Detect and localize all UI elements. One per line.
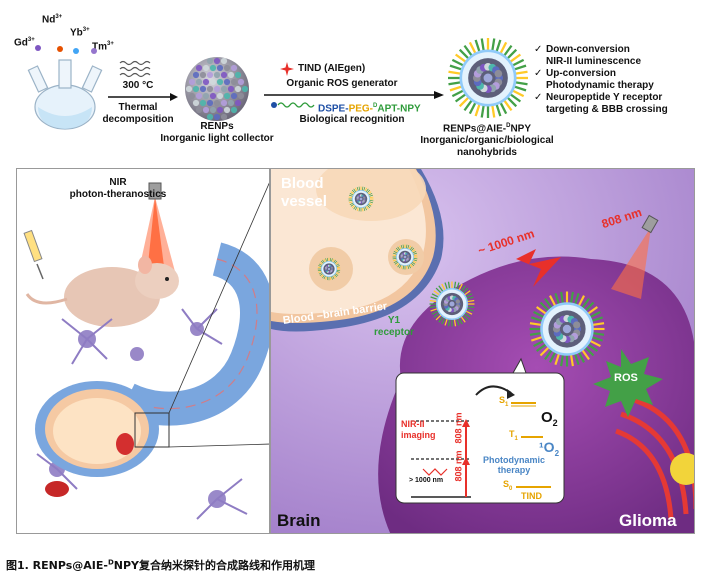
ion-label-tm: Tm3+	[92, 41, 114, 53]
renps-nanoparticle-icon	[185, 57, 249, 121]
figure-caption: 图1. RENPs@AIE-DNPY复合纳米探针的合成路线和作用机理	[6, 558, 316, 572]
product-nanohybrid-icon	[448, 38, 528, 118]
inset-s1-label: S1	[499, 395, 509, 408]
inset-s0-label: S0	[503, 479, 513, 492]
ion-label-nd: Nd3+	[42, 14, 63, 26]
dspe-peg-linker-icon	[271, 102, 315, 108]
aiegen-star-icon	[280, 62, 294, 76]
mouse-vessel-illustration	[23, 182, 269, 520]
feature-item: NIR-II luminescence	[546, 56, 642, 67]
feature-list: ✓Down-conversion NIR-II luminescence ✓Up…	[534, 44, 668, 116]
step1-temperature: 300 °C	[122, 80, 154, 91]
brain-label: Brain	[277, 511, 321, 530]
reaction-flask-icon	[27, 45, 103, 130]
feature-item: Photodynamic therapy	[546, 80, 654, 91]
step2-arrow-icon	[264, 91, 444, 99]
linker-label: DSPE-PEG-DAPT-NPY	[318, 103, 421, 115]
heat-waves-icon	[119, 60, 151, 78]
inset-tind-label: TIND	[521, 491, 542, 501]
glioma-label: Glioma	[619, 511, 677, 530]
step1-arrow-icon	[108, 93, 178, 101]
tind-desc: Organic ROS generator	[286, 78, 398, 89]
product-label: RENPs@AIE-DNPY Inorganic/organic/biologi…	[420, 123, 554, 159]
inset-o2-label: O2	[541, 409, 558, 428]
brain-glioma-illustration	[271, 169, 694, 533]
ros-label: ROS	[614, 372, 638, 384]
feature-item: ✓Up-conversion	[534, 68, 617, 79]
inset-808-bottom: 808 nm	[453, 450, 464, 482]
inset-808-top: 808 nm	[453, 412, 464, 444]
feature-item: targeting & BBB crossing	[546, 104, 668, 115]
ion-label-yb: Yb3+	[70, 27, 90, 39]
feature-item: ✓Down-conversion	[534, 44, 630, 55]
tind-name: TIND (AIEgen)	[298, 63, 366, 74]
inset-1000-label: > 1000 nm	[409, 477, 444, 484]
ion-label-gd: Gd3+	[14, 37, 35, 49]
feature-item: ✓Neuropeptide Y receptor	[534, 92, 663, 103]
linker-desc: Biological recognition	[299, 114, 405, 125]
inset-t1-label: T1	[509, 429, 518, 442]
inset-singlet-o2-label: ¹O2	[539, 439, 560, 458]
